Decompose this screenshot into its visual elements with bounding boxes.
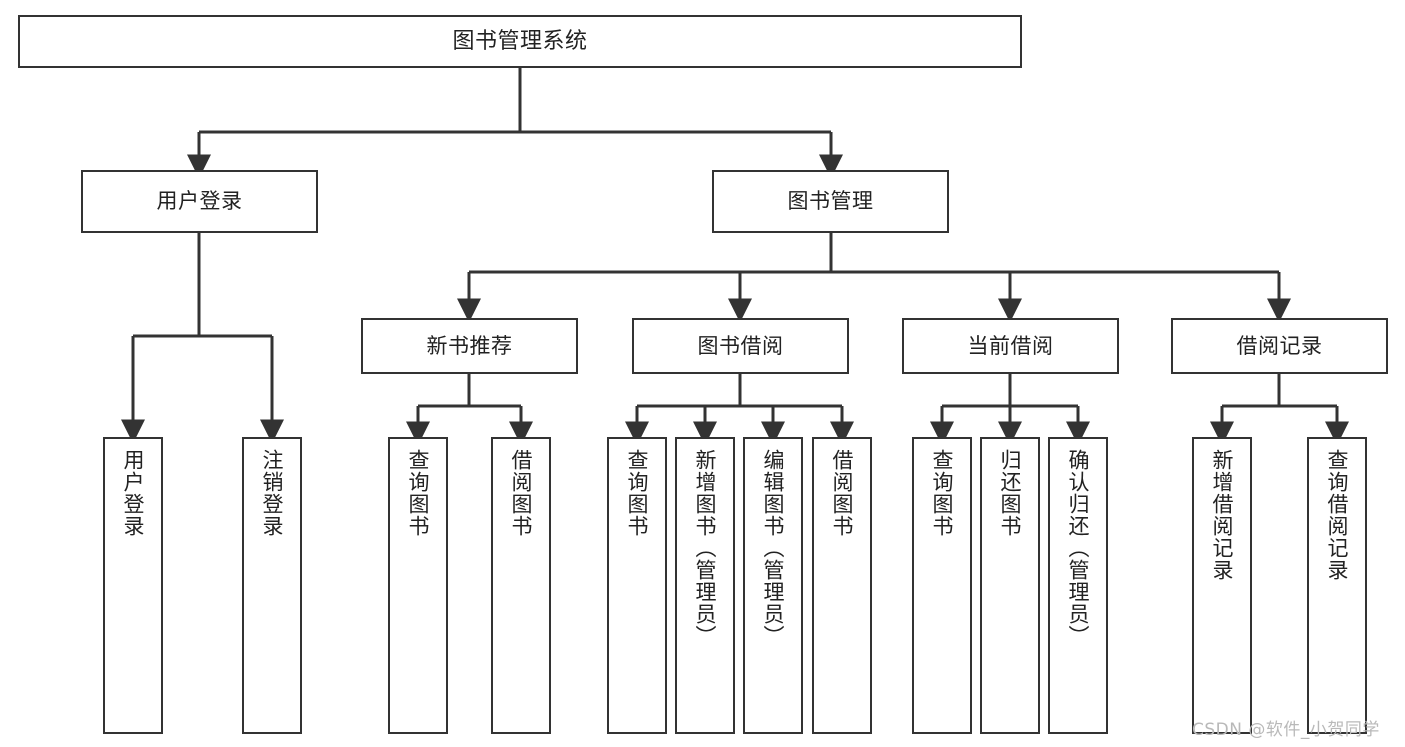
node-label: 归还图书 <box>998 449 1023 537</box>
leaf-query-book-current[interactable]: 查询图书 <box>912 437 972 734</box>
node-label: 编辑图书（管理员） <box>761 449 786 647</box>
node-label: 新增图书（管理员） <box>693 449 718 647</box>
leaf-add-borrow-record[interactable]: 新增借阅记录 <box>1192 437 1252 734</box>
node-label: 用户登录 <box>121 449 146 537</box>
node-current-borrow[interactable]: 当前借阅 <box>902 318 1119 374</box>
node-label: 查询图书 <box>930 449 955 537</box>
node-label: 图书借阅 <box>697 333 784 358</box>
node-label: 借阅记录 <box>1236 333 1323 358</box>
node-label: 图书管理系统 <box>452 28 588 54</box>
leaf-user-login[interactable]: 用户登录 <box>103 437 163 734</box>
leaf-borrow-book-recommend[interactable]: 借阅图书 <box>491 437 551 734</box>
node-label: 新书推荐 <box>426 333 513 358</box>
leaf-query-book-recommend[interactable]: 查询图书 <box>388 437 448 734</box>
node-label: 借阅图书 <box>830 449 855 537</box>
node-label: 查询借阅记录 <box>1325 449 1350 581</box>
leaf-query-borrow-record[interactable]: 查询借阅记录 <box>1307 437 1367 734</box>
node-label: 新增借阅记录 <box>1210 449 1235 581</box>
node-label: 确认归还（管理员） <box>1066 449 1091 647</box>
leaf-return-book[interactable]: 归还图书 <box>980 437 1040 734</box>
node-book-borrow[interactable]: 图书借阅 <box>632 318 849 374</box>
node-label: 查询图书 <box>406 449 431 537</box>
leaf-confirm-return-admin[interactable]: 确认归还（管理员） <box>1048 437 1108 734</box>
node-user-login[interactable]: 用户登录 <box>81 170 318 233</box>
leaf-user-logout[interactable]: 注销登录 <box>242 437 302 734</box>
leaf-query-book-borrow[interactable]: 查询图书 <box>607 437 667 734</box>
node-book-management[interactable]: 图书管理 <box>712 170 949 233</box>
node-new-book-recommend[interactable]: 新书推荐 <box>361 318 578 374</box>
node-borrow-record[interactable]: 借阅记录 <box>1171 318 1388 374</box>
node-root-system[interactable]: 图书管理系统 <box>18 15 1022 68</box>
leaf-add-book-admin[interactable]: 新增图书（管理员） <box>675 437 735 734</box>
node-label: 用户登录 <box>156 189 243 214</box>
node-label: 当前借阅 <box>967 333 1054 358</box>
node-label: 借阅图书 <box>509 449 534 537</box>
leaf-borrow-book[interactable]: 借阅图书 <box>812 437 872 734</box>
leaf-edit-book-admin[interactable]: 编辑图书（管理员） <box>743 437 803 734</box>
node-label: 图书管理 <box>787 189 874 214</box>
node-label: 查询图书 <box>625 449 650 537</box>
watermark-text: CSDN @软件_小贺同学 <box>1192 720 1380 740</box>
node-label: 注销登录 <box>260 449 285 537</box>
